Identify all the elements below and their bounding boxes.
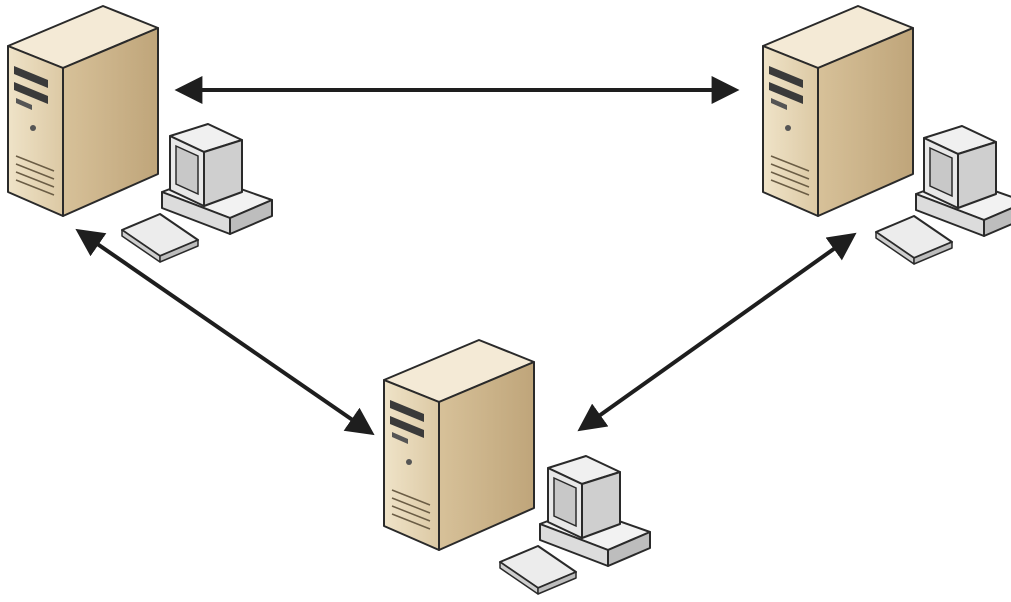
node-left: [7, 5, 273, 263]
server-tower-icon: [383, 339, 535, 551]
node-bottom: [383, 339, 651, 595]
server-tower-icon: [7, 5, 159, 217]
node-right: [762, 5, 1011, 265]
link-right-bottom-arrow: [577, 232, 857, 432]
link-left-bottom-arrow: [75, 228, 375, 436]
server-tower-icon: [762, 5, 914, 217]
